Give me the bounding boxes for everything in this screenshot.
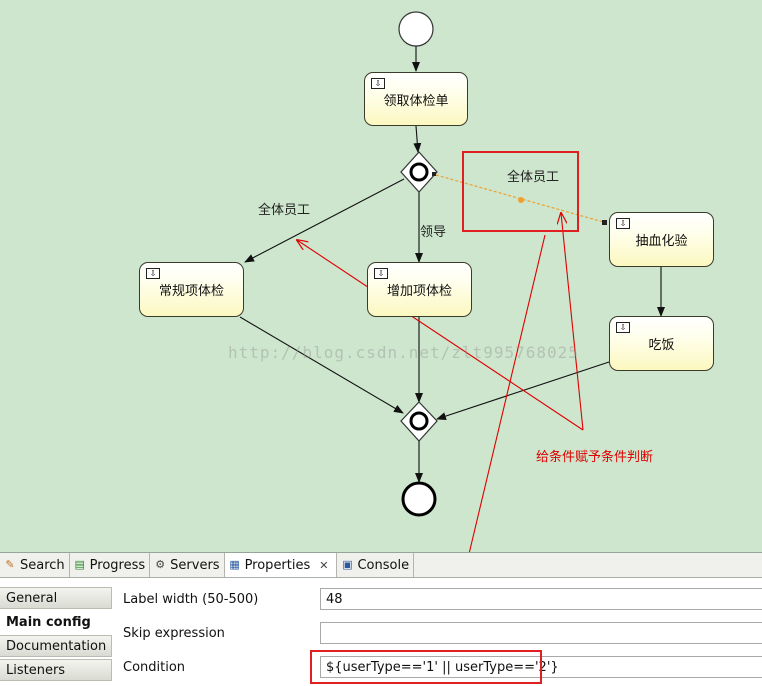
task-label: 吃饭 — [648, 338, 675, 353]
tab-label: Search — [20, 557, 65, 573]
watermark: http://blog.csdn.net/zlt995768025 — [228, 343, 579, 362]
process-canvas[interactable]: ⇩ 领取体检单 ⇩ 常规项体检 ⇩ 增加项体检 ⇩ 抽血化验 ⇩ 吃饭 全体员工… — [0, 0, 762, 552]
skip-expression-label: Skip expression — [123, 626, 225, 641]
label-width-input[interactable]: 48 — [320, 588, 762, 610]
task-extra-check[interactable]: ⇩ 增加项体检 — [367, 262, 472, 317]
condition-label: Condition — [123, 660, 186, 675]
close-icon[interactable]: ✕ — [319, 558, 329, 572]
properties-icon: ▦ — [229, 558, 240, 571]
flow-label-all-staff[interactable]: 全体员工 — [258, 203, 311, 218]
search-icon: ✎ — [5, 558, 15, 571]
annotation-arrow-left — [297, 240, 584, 431]
view-tab-bar: ✎ Search ▤ Progress ⚙ Servers ▦ Properti… — [0, 553, 762, 578]
task-label: 增加项体检 — [386, 284, 452, 299]
properties-panel: ✎ Search ▤ Progress ⚙ Servers ▦ Properti… — [0, 552, 762, 686]
tab-label: Progress — [89, 557, 146, 573]
progress-icon: ▤ — [74, 558, 85, 571]
annotation-arrow-down — [468, 234, 546, 552]
user-task-icon: ⇩ — [371, 78, 385, 89]
tab-properties[interactable]: ▦ Properties ✕ — [224, 553, 338, 577]
highlight-box-flow-label — [462, 151, 579, 232]
annotation-arrow-up — [561, 213, 584, 431]
console-icon: ▣ — [342, 558, 353, 571]
properties-side-tabs: General Main config Documentation Listen… — [0, 587, 112, 683]
task-label: 抽血化验 — [635, 234, 688, 249]
user-task-icon: ⇩ — [374, 268, 388, 279]
flow-receive-to-gateway — [413, 125, 422, 153]
tab-progress[interactable]: ▤ Progress — [70, 553, 151, 577]
tab-label: Servers — [170, 557, 220, 573]
tab-label: Properties — [244, 557, 311, 573]
user-task-icon: ⇩ — [616, 218, 630, 229]
flow-label-leader[interactable]: 领导 — [420, 225, 447, 240]
label-width-label: Label width (50-500) — [123, 592, 259, 607]
servers-icon: ⚙ — [155, 558, 166, 571]
task-label: 常规项体检 — [158, 284, 224, 299]
side-tab-general[interactable]: General — [0, 587, 112, 609]
task-eat[interactable]: ⇩ 吃饭 — [609, 316, 714, 371]
side-tab-listeners[interactable]: Listeners — [0, 659, 112, 681]
tab-servers[interactable]: ⚙ Servers — [150, 553, 225, 577]
tab-console[interactable]: ▣ Console — [337, 553, 415, 577]
flow-gateway-to-regular — [244, 178, 405, 263]
task-label: 领取体检单 — [383, 93, 449, 109]
flow-diagram — [239, 11, 665, 552]
side-tab-documentation[interactable]: Documentation — [0, 635, 112, 657]
task-regular-check[interactable]: ⇩ 常规项体检 — [139, 262, 244, 317]
side-tab-main-config[interactable]: Main config — [0, 611, 112, 633]
user-task-icon: ⇩ — [616, 322, 630, 333]
end-event — [401, 481, 437, 517]
flow-label-all-staff-selected[interactable]: 全体员工 — [507, 170, 560, 185]
task-blood-test[interactable]: ⇩ 抽血化验 — [609, 212, 714, 267]
annotation-text: 给条件赋予条件判断 — [536, 450, 654, 465]
start-event — [398, 11, 434, 47]
skip-expression-input[interactable] — [320, 622, 762, 644]
highlight-box-condition — [310, 650, 542, 684]
user-task-icon: ⇩ — [146, 268, 160, 279]
flow-regular-to-join — [239, 316, 404, 414]
task-receive-form[interactable]: ⇩ 领取体检单 — [364, 72, 468, 126]
tab-label: Console — [357, 557, 410, 573]
tab-search[interactable]: ✎ Search — [0, 553, 70, 577]
